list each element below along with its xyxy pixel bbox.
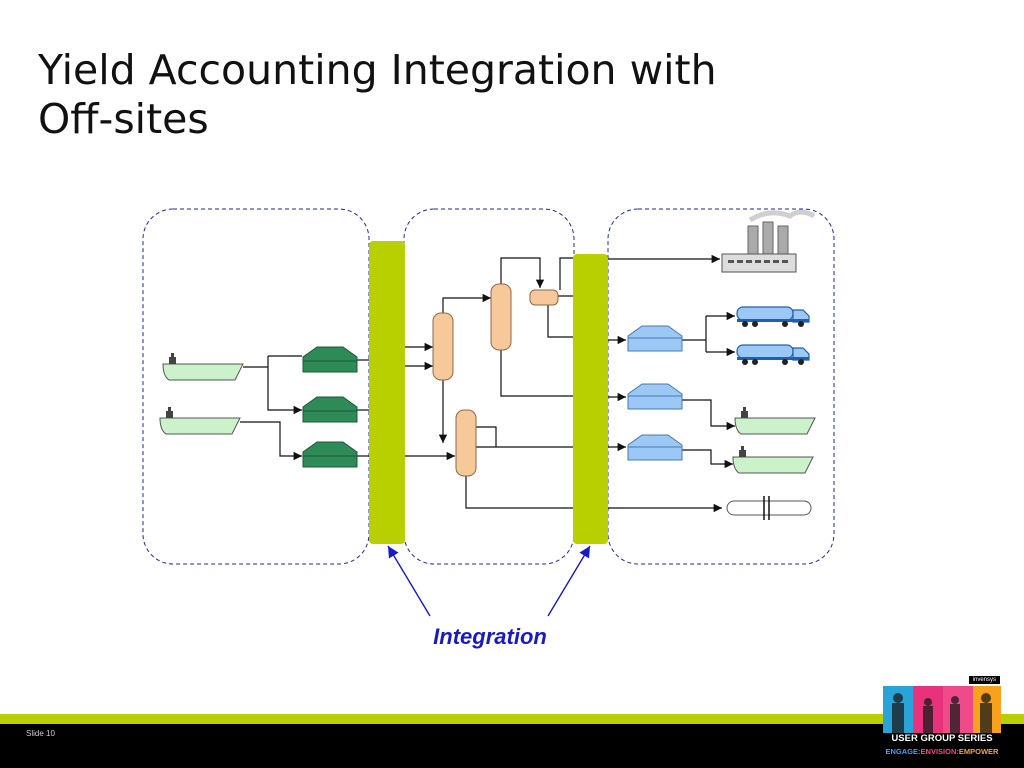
slide-title: Yield Accounting Integration with Off-si… xyxy=(38,46,717,143)
receipts-zone xyxy=(142,208,370,565)
yield-accounting-diagram xyxy=(142,208,835,617)
receipt-flow-lines xyxy=(240,355,369,461)
inbound-ship-1 xyxy=(162,352,244,381)
outbound-ship-1 xyxy=(734,406,816,435)
footer-stripe xyxy=(0,714,1024,724)
outbound-ship-2 xyxy=(732,445,814,474)
truck-1 xyxy=(736,306,810,328)
tagline-envision: ENVISION: xyxy=(920,747,959,756)
inbound-ship-2 xyxy=(159,406,241,435)
crude-column xyxy=(432,312,454,381)
pipeline-icon xyxy=(726,496,812,520)
upper-column xyxy=(490,283,512,351)
integration-arrow-right xyxy=(547,545,591,617)
product-tank-2 xyxy=(627,383,683,410)
product-tank-1 xyxy=(627,325,683,352)
dispatch-flow-lines xyxy=(608,254,735,513)
footer-bar xyxy=(0,724,1024,768)
crude-tank-1 xyxy=(302,346,358,373)
integration-label: Integration xyxy=(433,624,547,649)
dispatch-zone xyxy=(607,208,835,565)
crude-tank-3 xyxy=(302,441,358,468)
tagline-empower: EMPOWER xyxy=(958,747,999,756)
plant-icon xyxy=(721,209,816,273)
process-units-zone xyxy=(403,208,575,565)
brand-logo-text: invensys xyxy=(968,676,1000,684)
drum-vessel xyxy=(529,289,559,306)
user-group-series-logo: invensys USER GROUP SERIES ENGAGE:ENVISI… xyxy=(878,674,1004,762)
logo-tagline: ENGAGE:ENVISION:EMPOWER xyxy=(883,746,1001,757)
integration-bar-left xyxy=(369,241,405,544)
truck-2 xyxy=(736,344,810,366)
tagline-engage: ENGAGE: xyxy=(885,747,921,756)
slide-number: Slide 10 xyxy=(26,729,55,738)
logo-photo-collage xyxy=(883,686,1001,733)
integration-arrow-left xyxy=(387,545,431,617)
crude-tank-2 xyxy=(302,396,358,423)
lower-column xyxy=(455,409,477,477)
product-tank-3 xyxy=(627,434,683,461)
logo-series-text: USER GROUP SERIES xyxy=(883,733,1001,745)
process-flow-lines xyxy=(405,257,575,509)
integration-bar-right xyxy=(573,254,608,544)
